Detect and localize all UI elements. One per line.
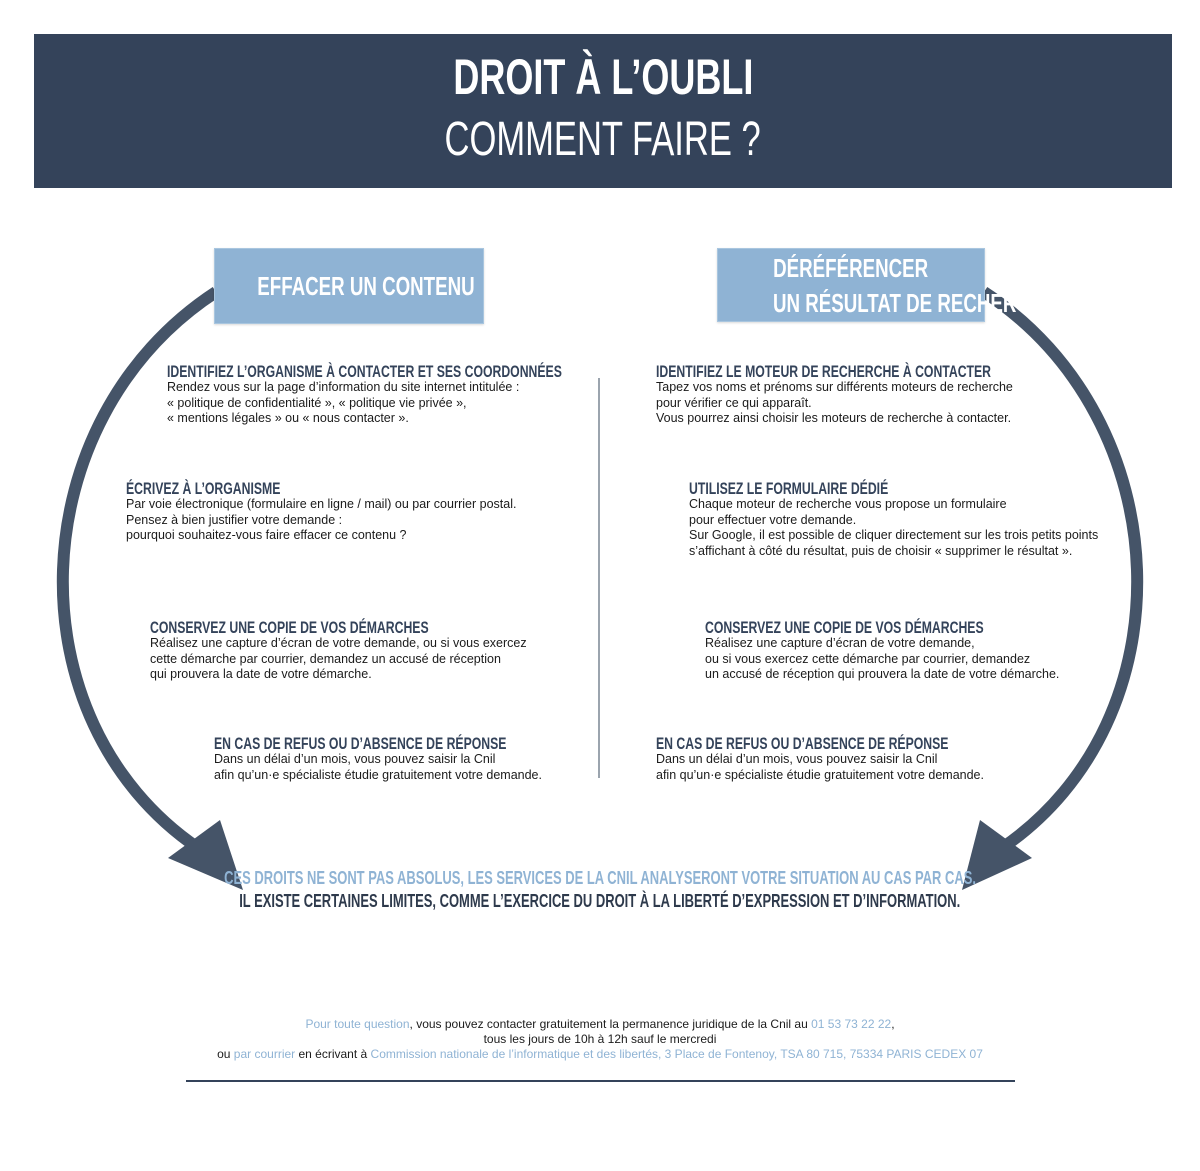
footer-question-label: Pour toute question xyxy=(305,1017,410,1031)
footer-rule xyxy=(186,1080,1015,1082)
left-curved-arrow xyxy=(56,286,220,853)
page-title: DROIT À L’OUBLI xyxy=(453,49,753,105)
right-curved-arrow xyxy=(980,286,1144,853)
delist-result-box: DÉRÉFÉRENCER UN RÉSULTAT DE RECHERCHE xyxy=(717,248,1056,322)
footer-phone: 01 53 73 22 22 xyxy=(811,1017,892,1031)
footer-hours: tous les jours de 10h à 12h sauf le merc… xyxy=(483,1032,717,1046)
right-arrowhead-icon xyxy=(962,820,1032,890)
header-banner: DROIT À L’OUBLI COMMENT FAIRE ? xyxy=(34,34,1172,188)
note-limits-2: IL EXISTE CERTAINES LIMITES, COMME L’EXE… xyxy=(239,891,961,911)
left-step-1: IDENTIFIEZ L’ORGANISME À CONTACTER ET SE… xyxy=(167,362,562,425)
right-step-1: IDENTIFIEZ LE MOTEUR DE RECHERCHE À CONT… xyxy=(656,362,1013,425)
footer-text: , vous pouvez contacter gratuitement la … xyxy=(409,1017,812,1031)
footer-contact: Pour toute question, vous pouvez contact… xyxy=(0,1017,1200,1062)
left-arrowhead-icon xyxy=(168,820,243,890)
footer-mail-label: par courrier xyxy=(233,1047,296,1061)
footer-text: , xyxy=(891,1017,895,1031)
erase-content-box: EFFACER UN CONTENU xyxy=(214,248,484,324)
footer-address: Commission nationale de l’informatique e… xyxy=(370,1047,983,1061)
footer-text: ou xyxy=(217,1047,234,1061)
footer-text: en écrivant à xyxy=(295,1047,371,1061)
page-subtitle: COMMENT FAIRE ? xyxy=(444,113,762,166)
note-limits-1: CES DROITS NE SONT PAS ABSOLUS, LES SERV… xyxy=(224,868,976,888)
